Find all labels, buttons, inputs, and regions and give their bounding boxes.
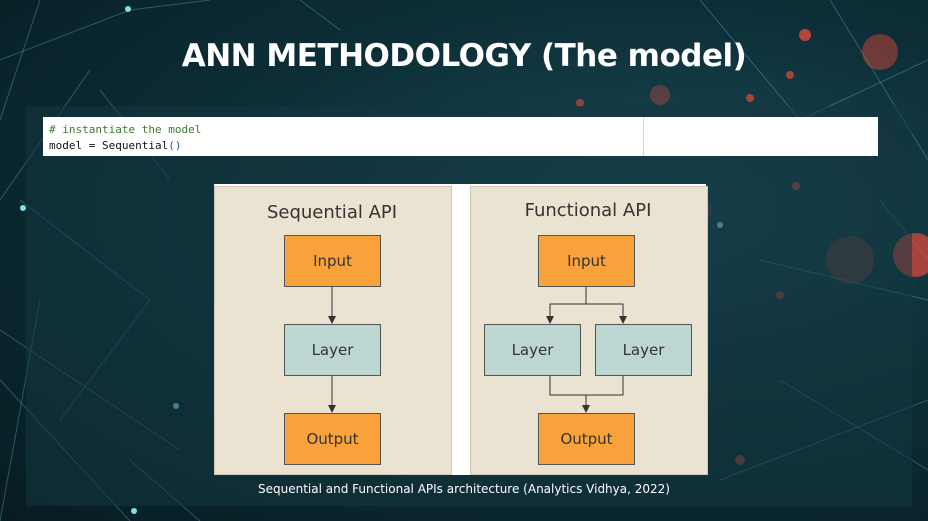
diagram-arrows	[328, 287, 627, 475]
seq-layer-box: Layer	[284, 324, 381, 376]
func-input-box: Input	[538, 235, 635, 287]
figure-caption: Sequential and Functional APIs architect…	[258, 482, 670, 496]
slide-title: ANN METHODOLOGY (The model)	[181, 38, 747, 74]
func-arrow-merge	[549, 376, 624, 411]
functional-api-title: Functional API	[524, 200, 652, 221]
code-statement: model = Sequential	[49, 139, 169, 152]
code-cell-divider	[643, 117, 644, 156]
sequential-api-title: Sequential API	[266, 202, 398, 223]
code-line-instantiate: model = Sequential()	[49, 138, 872, 154]
code-parens: ()	[168, 139, 182, 152]
seq-input-box: Input	[284, 235, 381, 287]
code-line-comment: # instantiate the model	[49, 122, 872, 138]
func-arrow-split	[549, 287, 624, 322]
code-cell[interactable]: # instantiate the model model = Sequenti…	[43, 117, 878, 156]
func-layer-right-box: Layer	[595, 324, 692, 376]
api-architecture-figure: Sequential API Functional API Input Laye…	[214, 184, 708, 475]
func-output-box: Output	[538, 413, 635, 465]
func-layer-left-box: Layer	[484, 324, 581, 376]
code-comment: # instantiate the model	[49, 123, 202, 136]
seq-output-box: Output	[284, 413, 381, 465]
